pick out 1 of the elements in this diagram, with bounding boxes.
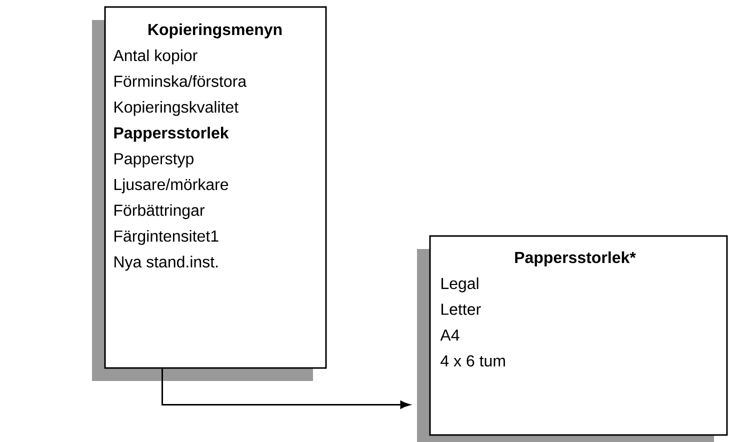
arrow (162, 368, 410, 409)
